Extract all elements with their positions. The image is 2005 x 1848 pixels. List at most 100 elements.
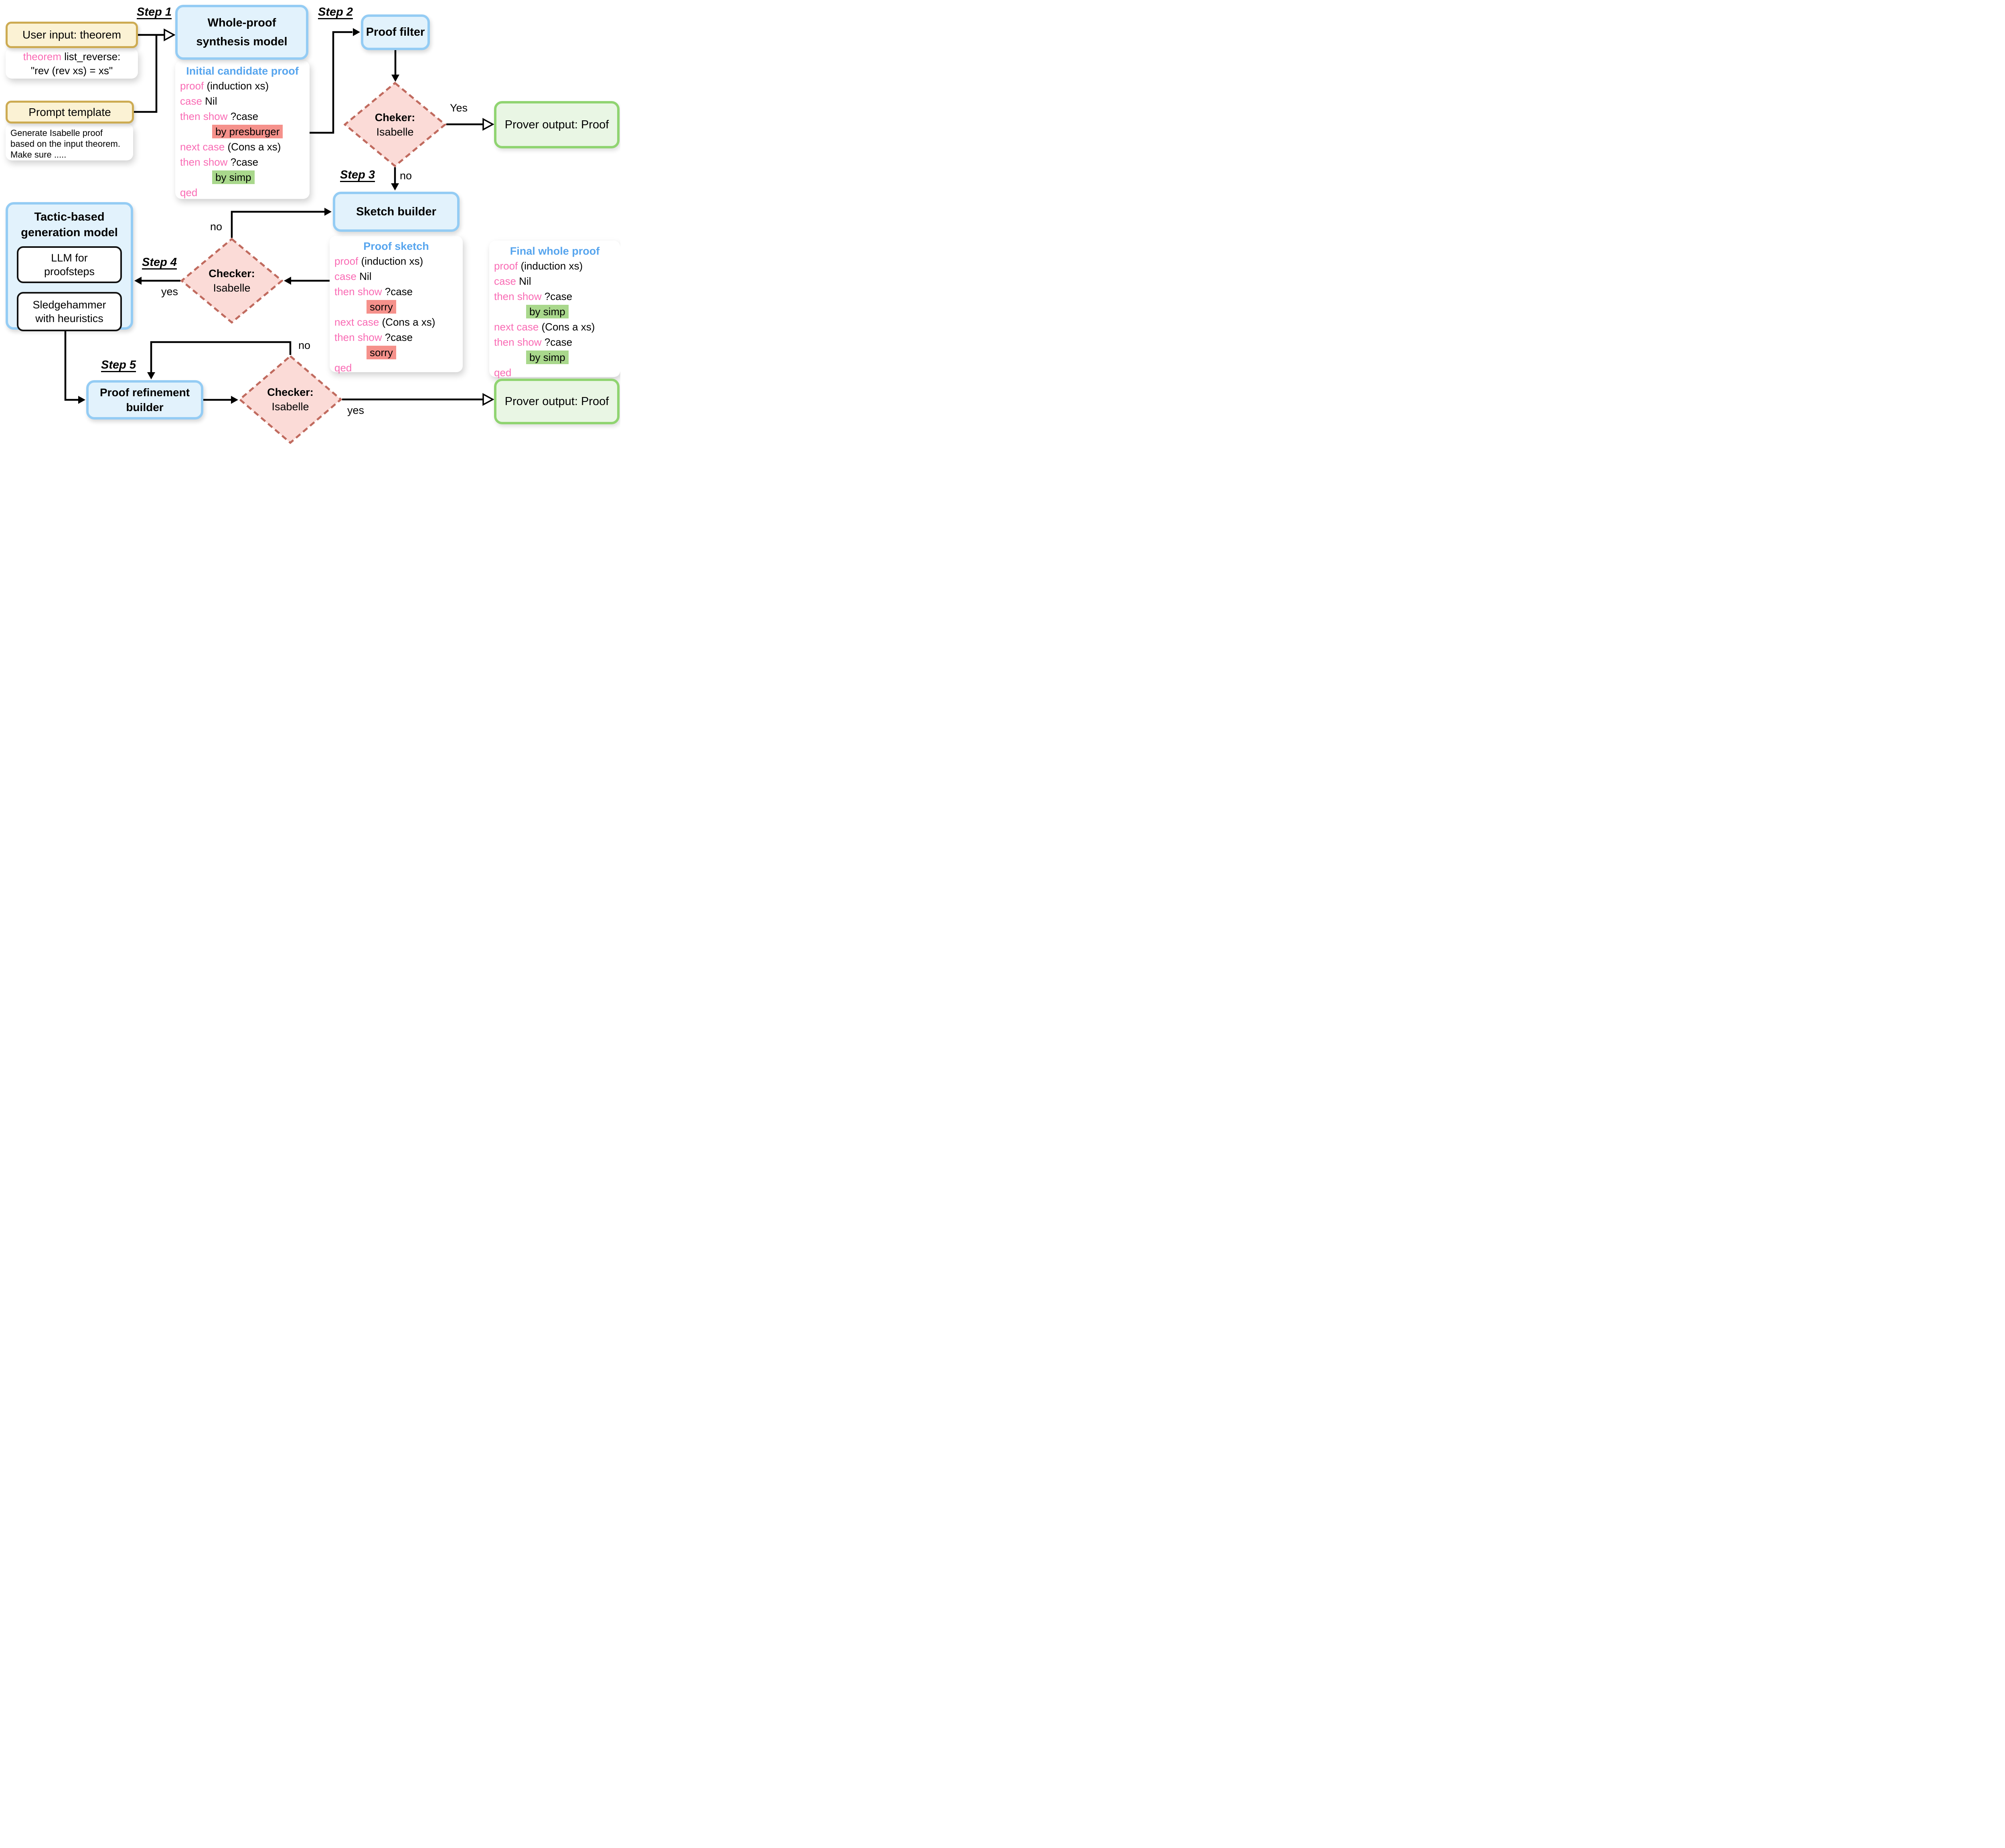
edge-label-yes-mid: yes bbox=[161, 286, 178, 298]
prompt-line: Make sure ..... bbox=[10, 150, 67, 160]
node-label-line: Tactic-based bbox=[34, 211, 105, 223]
edge-checker2-no-to-sketchbuilder bbox=[231, 211, 324, 238]
code-line: then show ?case bbox=[489, 289, 620, 304]
code-keyword: qed bbox=[180, 186, 198, 199]
node-label-line: Whole-proof bbox=[207, 16, 276, 29]
code-text: (induction xs) bbox=[204, 80, 269, 92]
code-keyword: case bbox=[494, 275, 516, 287]
code-line: by presburger bbox=[175, 124, 310, 139]
edge-checker3-no-loop bbox=[150, 341, 292, 373]
code-keyword: then show bbox=[180, 156, 228, 168]
code-keyword: then show bbox=[494, 290, 542, 302]
checker-isabelle-diamond-1: Cheker: Isabelle bbox=[344, 82, 446, 167]
node-label-line: generation model bbox=[21, 226, 118, 239]
code-text: (Cons a xs) bbox=[379, 316, 435, 328]
step-1-label: Step 1 bbox=[137, 6, 172, 18]
arrowhead-into-checker3 bbox=[231, 396, 238, 404]
step-2-label: Step 2 bbox=[318, 6, 353, 18]
prompt-line: Generate Isabelle proof bbox=[10, 128, 103, 138]
code-text: ?case bbox=[382, 286, 413, 298]
prompt-template-node: Prompt template bbox=[6, 101, 134, 124]
code-keyword: case bbox=[334, 270, 356, 282]
edge-initialproof-to-prooffilter bbox=[310, 31, 352, 134]
node-label-line: synthesis model bbox=[196, 35, 288, 48]
arrowhead-into-tactic bbox=[134, 277, 142, 285]
node-label-line: with heuristics bbox=[35, 312, 103, 324]
code-line: "rev (rev xs) = xs" bbox=[6, 64, 138, 78]
edge-prompt-junction bbox=[134, 36, 158, 113]
prover-output-bottom-node: Prover output: Proof bbox=[494, 379, 620, 424]
prompt-line: based on the input theorem. bbox=[10, 139, 120, 149]
initial-candidate-proof-card: Initial candidate proof proof (induction… bbox=[175, 61, 310, 199]
user-input-node: User input: theorem bbox=[6, 22, 138, 48]
code-text: Nil bbox=[356, 270, 372, 282]
code-highlight-failed: by presburger bbox=[212, 125, 283, 138]
code-line: case Nil bbox=[330, 269, 463, 284]
arrowhead-into-prover-bottom bbox=[482, 393, 494, 406]
diamond-label-line: Checker: bbox=[209, 267, 255, 280]
final-whole-proof-card: Final whole proof proof (induction xs) c… bbox=[489, 241, 620, 379]
node-label-line: Proof refinement bbox=[99, 386, 190, 399]
code-keyword: then show bbox=[334, 286, 382, 298]
code-text: ?case bbox=[227, 110, 259, 122]
prompt-snippet-card: Generate Isabelle proof based on the inp… bbox=[6, 124, 133, 160]
code-keyword: next case bbox=[334, 316, 379, 328]
arrowhead-into-sketchbuilder-top bbox=[391, 183, 399, 190]
code-line: proof (induction xs) bbox=[489, 258, 620, 274]
diamond-label-line: Isabelle bbox=[213, 282, 251, 294]
code-keyword: proof bbox=[180, 80, 204, 92]
code-highlight-failed: sorry bbox=[367, 300, 396, 314]
diamond-label: Checker: Isabelle bbox=[239, 355, 342, 444]
diamond-label-line: Cheker: bbox=[375, 111, 415, 124]
diamond-label-line: Isabelle bbox=[376, 126, 414, 138]
code-text: (Cons a xs) bbox=[225, 141, 281, 153]
code-line: qed bbox=[330, 360, 463, 375]
code-line: sorry bbox=[330, 299, 463, 314]
code-line: then show ?case bbox=[330, 330, 463, 345]
node-label-line: builder bbox=[126, 401, 164, 413]
code-text: Nil bbox=[516, 275, 531, 287]
edge-label-yes-bottom: yes bbox=[347, 404, 365, 416]
code-line: then show ?case bbox=[330, 284, 463, 299]
code-line: sorry bbox=[330, 345, 463, 360]
code-line: next case (Cons a xs) bbox=[175, 139, 310, 154]
card-title: Proof sketch bbox=[363, 240, 429, 252]
code-keyword: qed bbox=[494, 367, 512, 379]
code-text: Nil bbox=[202, 95, 217, 107]
prover-output-top-node: Prover output: Proof bbox=[494, 101, 620, 148]
proof-filter-node: Proof filter bbox=[361, 14, 430, 50]
code-keyword: proof bbox=[494, 260, 518, 272]
code-text: list_reverse: bbox=[61, 51, 121, 63]
code-line: next case (Cons a xs) bbox=[489, 319, 620, 334]
checker-isabelle-diamond-3: Checker: Isabelle bbox=[239, 355, 342, 444]
code-keyword: next case bbox=[494, 321, 539, 333]
edge-label-yes-top: Yes bbox=[450, 102, 468, 114]
node-title: Tactic-based generation model bbox=[8, 205, 131, 241]
code-text: ?case bbox=[227, 156, 259, 168]
arrowhead-into-refinement-top bbox=[147, 372, 155, 379]
edge-label-no-top: no bbox=[400, 170, 412, 182]
arrowhead-into-prover-top bbox=[482, 118, 494, 131]
code-line: then show ?case bbox=[175, 154, 310, 170]
diamond-shape bbox=[180, 238, 283, 324]
sledgehammer-subnode: Sledgehammer with heuristics bbox=[17, 292, 122, 331]
diamond-label: Checker: Isabelle bbox=[180, 238, 283, 324]
edge-label-no-mid: no bbox=[210, 221, 223, 233]
arrowhead-into-synthesis bbox=[164, 28, 176, 41]
code-highlight-failed: sorry bbox=[367, 346, 396, 359]
diamond-label-line: Checker: bbox=[267, 386, 314, 398]
code-text: (Cons a xs) bbox=[539, 321, 595, 333]
code-text: ?case bbox=[382, 331, 413, 343]
step-3-label: Step 3 bbox=[340, 168, 375, 181]
proof-pipeline-diagram: Step 1 Step 2 Step 3 Step 4 Step 5 Yes n… bbox=[0, 0, 620, 445]
code-line: qed bbox=[175, 185, 310, 200]
tactic-generation-model-node: Tactic-based generation model LLM for pr… bbox=[6, 202, 133, 331]
code-text: ?case bbox=[541, 336, 573, 348]
arrowhead-into-prooffilter bbox=[353, 28, 360, 36]
edge-tactic-to-refinement bbox=[64, 330, 78, 401]
step-5-label: Step 5 bbox=[101, 359, 136, 371]
diamond-label: Cheker: Isabelle bbox=[344, 82, 446, 167]
code-line: proof (induction xs) bbox=[175, 78, 310, 93]
code-keyword: qed bbox=[334, 362, 352, 374]
diamond-shape bbox=[239, 355, 342, 444]
